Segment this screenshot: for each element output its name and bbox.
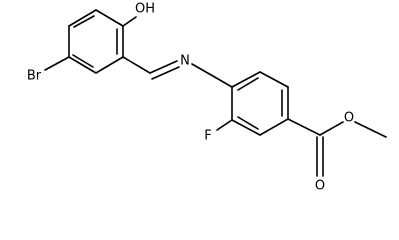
ch-n-double-bond (149, 60, 178, 74)
ring-a-bond (95, 9, 124, 27)
ring-b-double-bond (237, 116, 259, 130)
ring-b-bond (231, 119, 261, 136)
ester-o-to-methyl-bond (354, 121, 387, 138)
ring-a-bond (95, 56, 124, 74)
atom-carbonyl-o-label: O (315, 179, 325, 194)
bromophenol-ring (68, 9, 124, 74)
ring-a-bond (68, 9, 97, 27)
oh-bond (122, 16, 137, 27)
ring-a-double-bond (72, 54, 94, 68)
ch-n-double-bond (151, 66, 180, 80)
atom-ester-o-label: O (344, 111, 354, 126)
n-to-ring-b-bond (191, 63, 233, 88)
ring-a-double-bond (73, 15, 95, 28)
ring-a-to-ch-bond (122, 56, 151, 74)
atom-n-label: N (180, 54, 190, 69)
atom-br-label: Br (27, 69, 42, 84)
carbonyl-to-ester-o-bond (319, 121, 344, 136)
fluorobenzoate-ring (231, 71, 289, 136)
ring-a-bond (68, 56, 97, 74)
f-bond (216, 119, 233, 131)
ring-b-bond (259, 118, 289, 136)
ring-b-bond (231, 71, 261, 88)
ring-b-bond (259, 71, 289, 88)
ring-b-to-carbonyl-bond (287, 118, 321, 136)
atom-f-label: F (204, 129, 211, 144)
atom-oh-label: OH (135, 2, 155, 17)
ring-b-double-bond (237, 77, 259, 91)
br-bond (44, 56, 70, 71)
molecule-structure-diagram: OH Br N F O O (27, 2, 387, 194)
